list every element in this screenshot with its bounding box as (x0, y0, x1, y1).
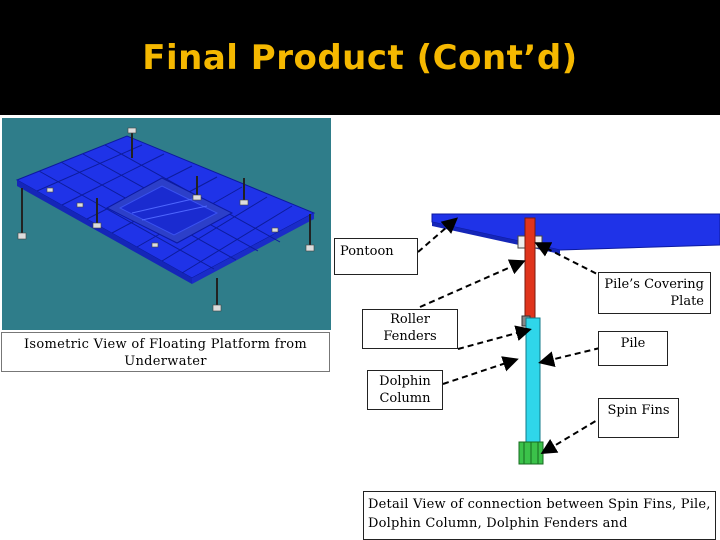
callout-dolphin-column: Dolphin Column (367, 370, 443, 410)
title-bar: Final Product (Cont’d) (0, 0, 720, 115)
callout-pontoon: Pontoon (334, 238, 418, 275)
dolphin-column-shape (525, 317, 541, 447)
spin-fins-leader (540, 415, 605, 455)
callout-spin-fins: Spin Fins (598, 398, 679, 438)
dolphin-column-leader (442, 356, 519, 385)
pontoon-leader (417, 217, 459, 253)
slide-title: Final Product (Cont’d) (142, 38, 578, 78)
pile-leader (538, 347, 601, 367)
isometric-platform-image (2, 118, 331, 330)
pontoon-deck (431, 213, 720, 251)
roller-fenders-leader (419, 259, 526, 308)
callout-pile: Pile (598, 331, 668, 366)
platform-drawing (2, 118, 331, 330)
callout-roller-fenders: Roller Fenders (362, 309, 458, 349)
callout-covering-plate: Pile’s Covering Plate (598, 272, 711, 314)
detail-caption: Detail View of connection between Spin F… (363, 491, 716, 540)
roller-fenders-leader-2 (457, 325, 532, 350)
covering-plate-leader (534, 242, 606, 279)
pile-shape (524, 217, 536, 321)
isometric-caption: Isometric View of Floating Platform from… (1, 332, 330, 372)
